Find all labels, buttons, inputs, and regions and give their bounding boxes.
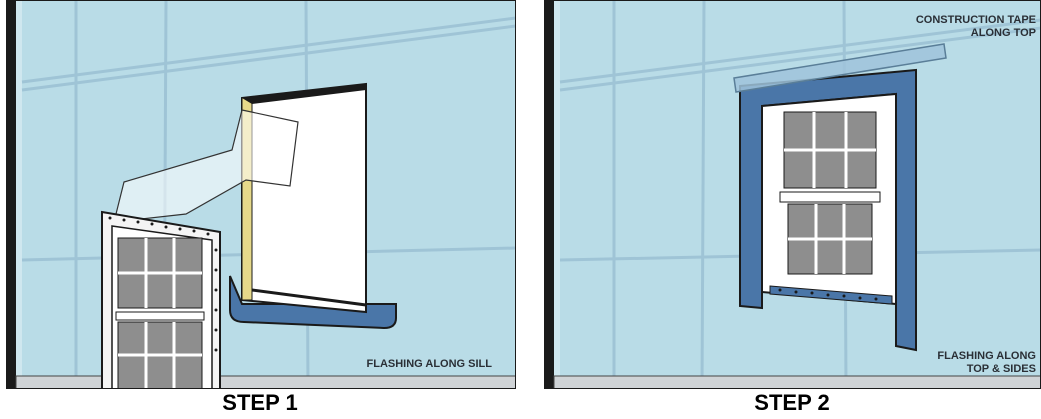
callout-tape-line2: ALONG TOP	[830, 27, 1036, 40]
callout-tape-line1: CONSTRUCTION TAPE	[830, 14, 1036, 27]
window-icon	[762, 94, 896, 304]
step1-drawing	[6, 0, 516, 389]
callout-flashing-top-sides: FLASHING ALONG TOP & SIDES	[870, 350, 1036, 376]
step1-illustration	[6, 0, 516, 389]
wall-edge	[544, 0, 554, 389]
wall-edge-light	[554, 0, 560, 389]
callout-flashing-line2: TOP & SIDES	[870, 363, 1036, 376]
step2-illustration	[544, 0, 1041, 389]
step2-drawing	[544, 0, 1041, 389]
window-icon	[102, 212, 220, 389]
step1-label: STEP 1	[160, 390, 360, 416]
footing	[16, 376, 516, 389]
wall-edge	[6, 0, 16, 389]
callout-construction-tape: CONSTRUCTION TAPE ALONG TOP	[830, 14, 1036, 40]
callout-flashing-sill: FLASHING ALONG SILL	[300, 358, 492, 371]
callout-sill-text: FLASHING ALONG SILL	[300, 358, 492, 371]
step2-label: STEP 2	[692, 390, 892, 416]
callout-flashing-line1: FLASHING ALONG	[870, 350, 1036, 363]
wall-edge-light	[16, 0, 22, 389]
footing	[554, 376, 1041, 389]
